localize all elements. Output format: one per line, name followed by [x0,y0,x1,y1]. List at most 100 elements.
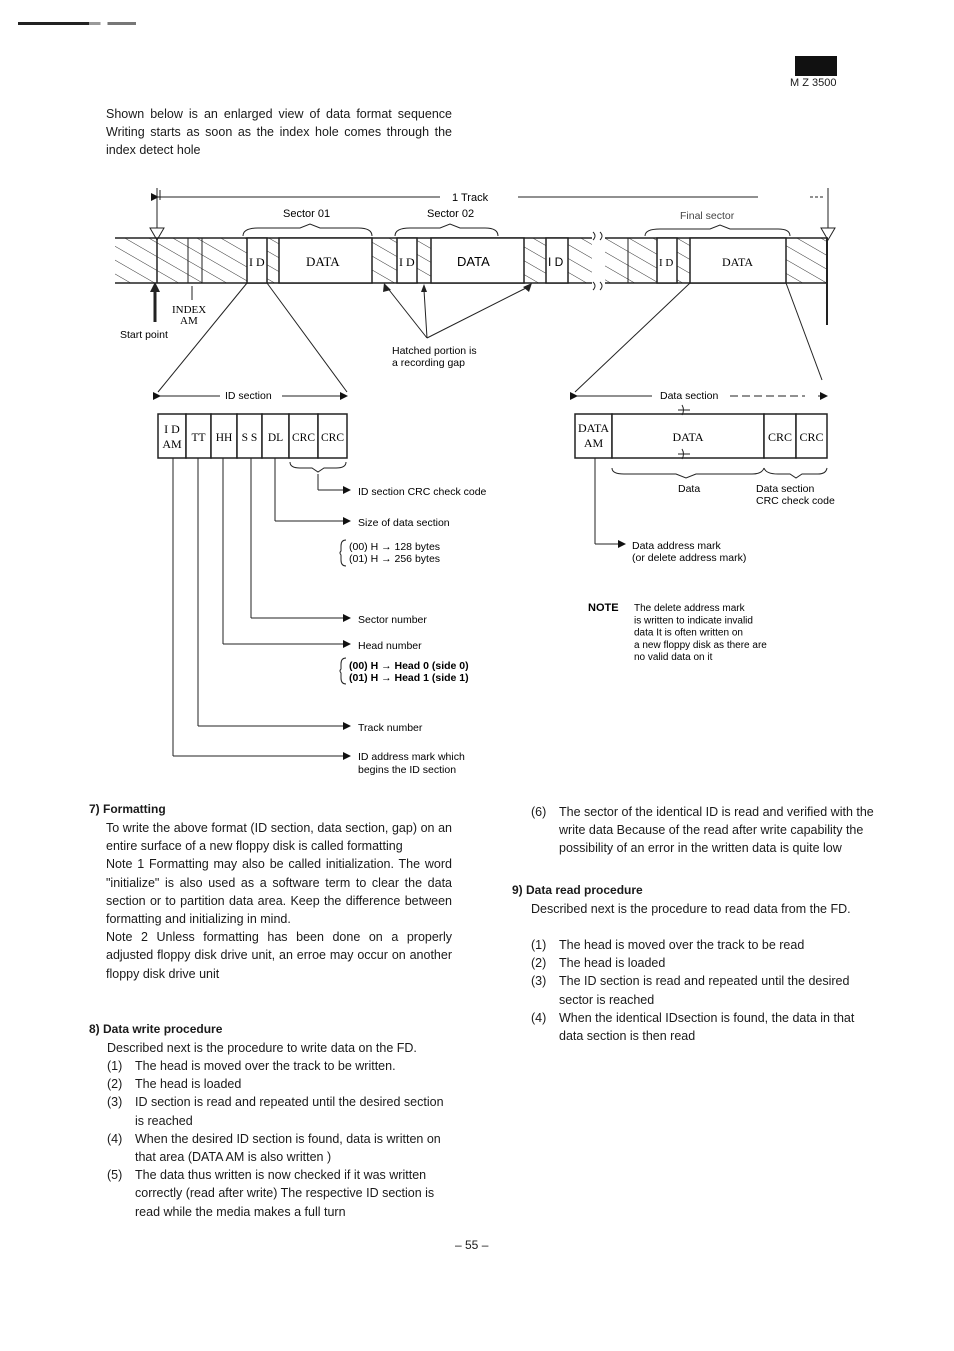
intro-text: Shown below is an enlarged view of data … [106,107,452,158]
list-item-text: The data thus written is now checked if … [135,1168,435,1219]
data-cell [611,413,765,459]
data-cell-label: DATA [578,421,609,435]
note-line: data It is often written on [634,628,743,639]
crc-label: ID section CRC check code [358,486,487,498]
list-item: (3) The ID section is read and repeated u… [531,972,881,1008]
id-section-label: ID section [225,390,272,402]
list-item: (4) When the desired ID section is found,… [107,1130,455,1166]
gap-note: a recording gap [392,357,465,369]
list-item-text: The sector of the identical ID is read a… [559,805,874,856]
start-point-label: Start point [120,329,168,341]
list-item-number: (6) [531,805,547,819]
scan-mark [18,22,136,25]
formatting-heading: 7) Formatting [89,802,166,816]
note-label: NOTE [588,602,619,614]
id-field: I D [659,257,673,269]
list-item-number: (5) [107,1168,123,1183]
gap-note: Hatched portion is [392,345,477,357]
track-label: 1 Track [452,192,489,204]
size-value: (00) H → 128 bytes [349,541,440,553]
index-am-label: INDEX [172,304,206,316]
sector-number-label: Sector number [358,614,427,626]
note-line: is written to indicate invalid [634,615,753,626]
write-heading: 8) Data write procedure [89,1022,223,1036]
model-number: M Z 3500 [790,77,837,89]
data-cell [795,413,828,459]
id-cell [261,413,290,459]
id-cell-label: HH [216,432,233,444]
list-item-number: (3) [531,974,547,989]
note-line: a new floppy disk as there are [634,640,767,651]
id-am-label: begins the ID section [358,764,456,776]
data-crc-label: Data section [756,483,815,495]
id-field: I D [399,255,415,269]
id-cell [157,413,187,459]
track-number-label: Track number [358,722,423,734]
index-am-label: AM [180,315,198,327]
list-item-number: (1) [107,1059,123,1073]
note-line: no valid data on it [634,652,713,663]
list-item: (5) The data thus written is now checked … [107,1166,455,1221]
id-field: I D [548,255,564,269]
data-cell [574,413,613,459]
dam-label: (or delete address mark) [632,552,746,564]
id-cell-label: AM [162,437,182,451]
list-item-text: The head is loaded [559,956,666,971]
list-item-number: (2) [107,1077,123,1092]
list-item-text: ID section is read and repeated until th… [135,1095,444,1128]
list-item: (2) The head is loaded [107,1075,455,1093]
list-item: (6) The sector of the identical ID is rea… [531,803,881,858]
size-value: (01) H → 256 bytes [349,553,440,565]
write-intro: Described next is the procedure to write… [107,1041,417,1055]
data-field: DATA [457,254,490,269]
list-item-number: (1) [531,938,547,952]
list-item: (3) ID section is read and repeated until… [107,1093,455,1129]
id-am-label: ID address mark which [358,751,465,763]
formatting-text: To write the above format (ID section, d… [106,821,452,854]
write-steps: (1) The head is moved over the track to b… [107,1057,455,1221]
list-item-number: (4) [531,1010,547,1025]
format-diagram: 1 Track Sector 01 Sector 02 Final sector… [115,188,836,776]
brand-logo [795,56,837,76]
read-heading: 9) Data read procedure [512,883,643,897]
data-cell-label: CRC [768,430,792,444]
data-brace-label: Data [678,483,700,495]
data-cell [763,413,797,459]
list-item-text: The ID section is read and repeated unti… [559,974,850,1007]
list-item-text: The head is moved over the track to be w… [135,1059,396,1073]
data-crc-label: CRC check code [756,495,835,507]
data-cell-label: CRC [799,430,823,444]
list-item-text: The head is moved over the track to be r… [559,938,805,952]
data-field: DATA [306,254,340,269]
data-field: DATA [722,255,753,269]
head-value: (01) H → Head 1 (side 1) [349,672,469,684]
list-item-number: (3) [107,1095,123,1110]
list-item-text: The head is loaded [135,1077,242,1092]
sector02-label: Sector 02 [427,208,474,220]
head-value: (00) H → Head 0 (side 0) [349,660,469,672]
formatting-note2: Note 2 Unless formatting has been done o… [106,930,452,981]
list-item-text: When the identical IDsection is found, t… [559,1010,855,1044]
list-item: (1) The head is moved over the track to b… [531,936,881,954]
list-item-number: (4) [107,1131,123,1146]
id-cell-label: I D [164,422,180,436]
formatting-para: To write the above format (ID section, d… [106,819,452,983]
id-cell-label: DL [268,432,283,444]
final-sector-label: Final sector [680,210,735,222]
list-item-text: When the desired ID section is found, da… [135,1131,441,1165]
sector01-label: Sector 01 [283,208,330,220]
note-line: The delete address mark [634,603,746,614]
id-cell-label: TT [191,432,205,444]
write-step-6: (6) The sector of the identical ID is rea… [531,803,881,858]
dam-label: Data address mark [632,540,721,552]
read-intro: Described next is the procedure to read … [531,902,851,916]
list-item-number: (2) [531,956,547,971]
id-cell-label: CRC [292,432,315,444]
list-item: (2) The head is loaded [531,954,881,972]
id-cell [317,413,348,459]
id-field: I D [249,255,265,269]
id-cell-label: S S [242,432,258,444]
